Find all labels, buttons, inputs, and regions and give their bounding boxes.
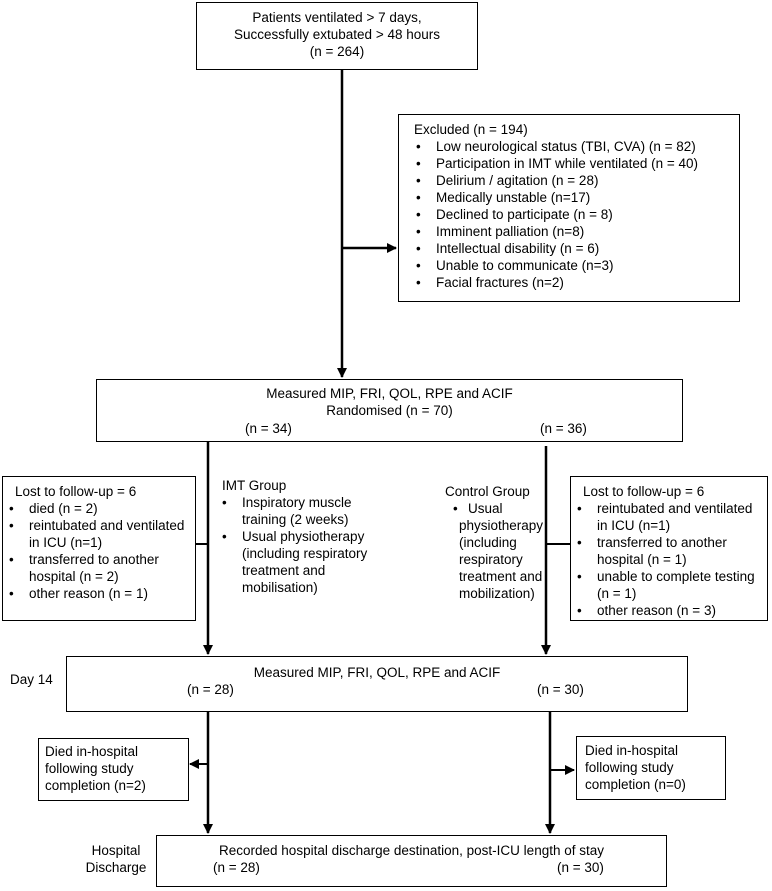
control-line: mobilization) xyxy=(459,586,535,601)
list-item: transferred to another hospital (n = 2) xyxy=(9,551,191,585)
day14-left-n: (n = 28) xyxy=(187,682,234,697)
randomised-right-n: (n = 36) xyxy=(540,421,587,436)
imt-group-list: Inspiratory muscle training (2 weeks) Us… xyxy=(222,494,372,596)
list-item: died (n = 2) xyxy=(9,500,191,517)
control-line: respiratory xyxy=(459,552,523,567)
hospital-discharge-label: Hospital Discharge xyxy=(78,842,154,876)
imt-group: IMT Group Inspiratory muscle training (2… xyxy=(222,477,372,596)
randomised-line-2: Randomised (n = 70) xyxy=(326,403,453,418)
randomised-box: Measured MIP, FRI, QOL, RPE and ACIF Ran… xyxy=(96,379,683,442)
list-item: Declined to participate (n = 8) xyxy=(416,206,739,223)
randomised-left-n: (n = 34) xyxy=(245,421,292,436)
excluded-box: Excluded (n = 194) Low neurological stat… xyxy=(398,114,740,302)
discharge-line-1: Recorded hospital discharge destination,… xyxy=(219,843,604,858)
list-item: other reason (n = 3) xyxy=(577,602,763,619)
day14-label: Day 14 xyxy=(10,672,53,687)
discharge-label-line-1: Hospital xyxy=(91,843,141,858)
control-group-bullet: Usual xyxy=(468,501,503,516)
lost-right-title: Lost to follow-up = 6 xyxy=(583,484,705,499)
discharge-label-line-2: Discharge xyxy=(85,860,147,875)
list-item: reintubated and ventilated in ICU (n=1) xyxy=(9,517,191,551)
lost-left-title: Lost to follow-up = 6 xyxy=(15,484,137,499)
control-line: (including xyxy=(459,535,517,550)
lost-to-follow-up-right-box: Lost to follow-up = 6 reintubated and ve… xyxy=(570,476,768,621)
lost-left-list: died (n = 2) reintubated and ventilated … xyxy=(9,500,191,602)
control-group-item: • Usual xyxy=(445,500,545,517)
imt-group-title: IMT Group xyxy=(222,478,287,493)
bullet-icon: • xyxy=(453,501,458,516)
list-item: transferred to another hospital (n = 1) xyxy=(577,534,763,568)
lost-to-follow-up-left-box: Lost to follow-up = 6 died (n = 2) reint… xyxy=(2,476,196,621)
died-in-hospital-left-box: Died in-hospital following study complet… xyxy=(38,738,189,801)
list-item: Intellectual disability (n = 6) xyxy=(416,240,739,257)
control-line: physiotherapy xyxy=(459,518,544,533)
lost-right-list: reintubated and ventilated in ICU (n=1) … xyxy=(577,500,763,619)
list-item: other reason (n = 1) xyxy=(9,585,191,602)
discharge-box: Recorded hospital discharge destination,… xyxy=(156,835,667,887)
list-item: Delirium / agitation (n = 28) xyxy=(416,172,739,189)
discharge-right-n: (n = 30) xyxy=(557,860,604,875)
day14-box: Measured MIP, FRI, QOL, RPE and ACIF (n … xyxy=(66,656,688,712)
excluded-list: Low neurological status (TBI, CVA) (n = … xyxy=(414,138,739,291)
died-left-text: Died in-hospital following study complet… xyxy=(45,744,146,793)
discharge-left-n: (n = 28) xyxy=(213,860,260,875)
day14-right-n: (n = 30) xyxy=(537,682,584,697)
eligible-patients-box: Patients ventilated > 7 days, Successful… xyxy=(196,2,478,70)
list-item: Facial fractures (n=2) xyxy=(416,274,739,291)
list-item: Participation in IMT while ventilated (n… xyxy=(416,155,739,172)
day14-line-1: Measured MIP, FRI, QOL, RPE and ACIF xyxy=(253,665,501,680)
excluded-title: Excluded (n = 194) xyxy=(414,122,528,137)
list-item: unable to complete testing (n = 1) xyxy=(577,568,763,602)
control-group: Control Group • Usual physiotherapy (inc… xyxy=(445,483,545,602)
eligible-line-1: Patients ventilated > 7 days, xyxy=(252,10,422,25)
list-item: reintubated and ventilated in ICU (n=1) xyxy=(577,500,763,534)
died-in-hospital-right-box: Died in-hospital following study complet… xyxy=(576,736,726,800)
died-right-text: Died in-hospital following study complet… xyxy=(585,743,686,792)
list-item: Low neurological status (TBI, CVA) (n = … xyxy=(416,138,739,155)
control-group-detail: physiotherapy (including respiratory tre… xyxy=(445,517,545,602)
list-item: Imminent palliation (n=8) xyxy=(416,223,739,240)
randomised-line-1: Measured MIP, FRI, QOL, RPE and ACIF xyxy=(266,386,513,401)
eligible-line-2: Successfully extubated > 48 hours xyxy=(233,27,440,42)
control-line: treatment and xyxy=(459,569,543,584)
list-item: Inspiratory muscle training (2 weeks) xyxy=(222,494,372,528)
control-group-title: Control Group xyxy=(445,484,530,499)
list-item: Unable to communicate (n=3) xyxy=(416,257,739,274)
list-item: Usual physiotherapy (including respirato… xyxy=(222,528,372,596)
eligible-line-3: (n = 264) xyxy=(309,44,365,59)
list-item: Medically unstable (n=17) xyxy=(416,189,739,206)
